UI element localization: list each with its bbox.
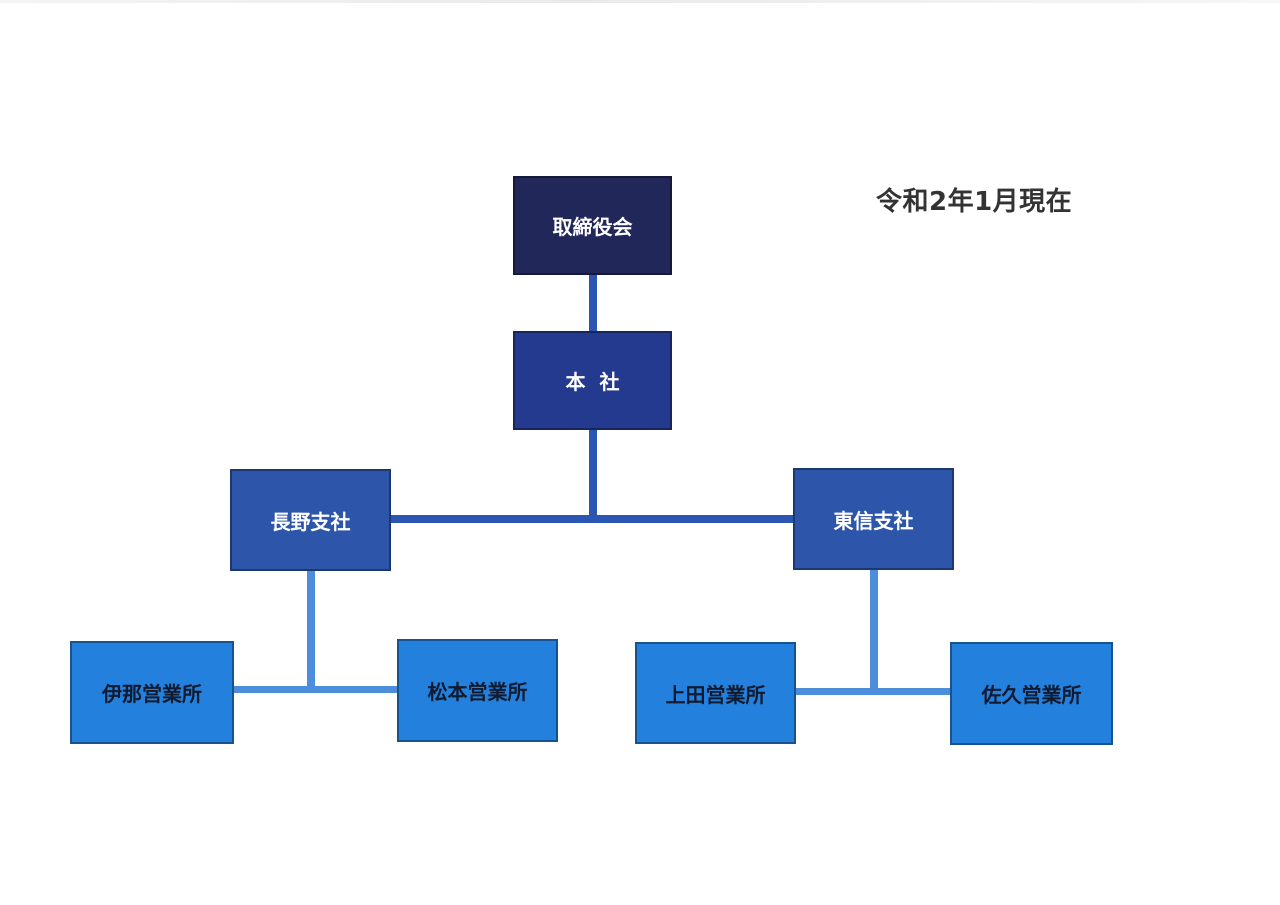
headquarters-box: 本社 (513, 331, 672, 430)
office-box-saku: 佐久営業所 (950, 642, 1113, 745)
branch-box-toshin: 東信支社 (793, 468, 954, 570)
board-box: 取締役会 (513, 176, 672, 275)
office-box-ueda: 上田営業所 (635, 642, 796, 744)
connector-board-hq (589, 274, 597, 332)
connector-toshin-down (870, 569, 878, 692)
connector-nagano-offices (232, 686, 400, 693)
scan-edge (0, 0, 1280, 3)
connector-branch-bar (389, 515, 795, 523)
connector-hq-down (589, 429, 597, 520)
connector-nagano-down (307, 570, 315, 692)
as-of-date: 令和2年1月現在 (876, 187, 1073, 217)
office-box-matsumoto: 松本営業所 (397, 639, 558, 742)
connector-toshin-offices (794, 688, 952, 695)
branch-box-nagano: 長野支社 (230, 469, 391, 571)
office-box-ina: 伊那営業所 (70, 641, 234, 744)
